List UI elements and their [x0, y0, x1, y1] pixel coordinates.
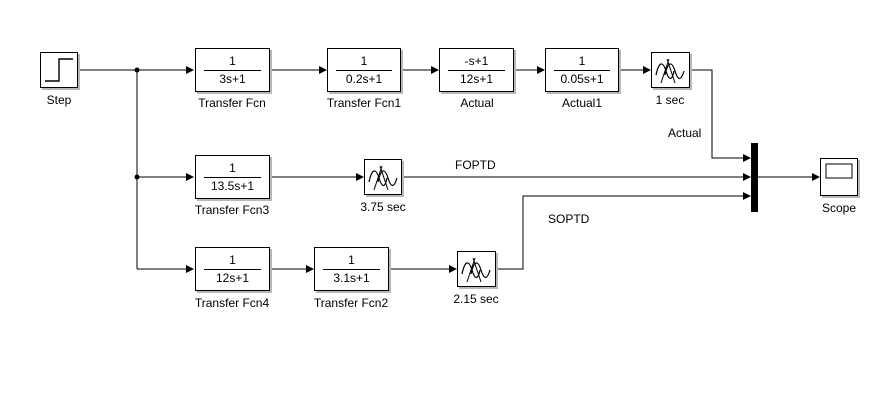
denominator: 13.5s+1	[210, 179, 255, 193]
numerator: -s+1	[464, 54, 489, 68]
denominator: 12s+1	[459, 72, 494, 86]
actual1-block[interactable]: 1 0.05s+1	[545, 48, 619, 92]
fraction-bar	[204, 70, 261, 71]
denominator: 0.2s+1	[345, 72, 383, 86]
transfer-fcn1-block[interactable]: 1 0.2s+1	[327, 48, 401, 92]
numerator: 1	[348, 253, 355, 267]
step-block[interactable]	[40, 52, 78, 88]
delay-2-label: 3.75 sec	[360, 200, 406, 214]
signal-label-actual: Actual	[668, 126, 702, 140]
transport-delay-icon	[655, 58, 685, 84]
branch-point-top	[134, 67, 140, 73]
transfer-fcn3-block[interactable]: 1 13.5s+1	[195, 155, 270, 199]
transfer-fcn3-label: Transfer Fcn3	[194, 203, 270, 217]
fraction-bar	[323, 269, 380, 270]
step-icon	[45, 58, 73, 82]
fraction-bar	[553, 70, 611, 71]
wire-soptd-signal[interactable]	[496, 192, 751, 270]
transport-delay-1-block[interactable]	[651, 52, 690, 88]
transfer-fcn-label: Transfer Fcn	[198, 96, 266, 110]
transfer-fcn1-label: Transfer Fcn1	[326, 96, 402, 110]
transfer-fcn2-block[interactable]: 1 3.1s+1	[314, 247, 389, 291]
delay-1-label: 1 sec	[655, 93, 685, 107]
transport-delay-2-block[interactable]	[364, 159, 402, 195]
fraction-bar	[204, 177, 261, 178]
wire-actual-signal[interactable]	[690, 69, 751, 162]
fraction-bar	[448, 70, 505, 71]
numerator: 1	[578, 54, 586, 68]
transfer-fcn4-label: Transfer Fcn4	[194, 296, 270, 310]
transfer-fcn-block[interactable]: 1 3s+1	[195, 48, 270, 92]
denominator: 3s+1	[219, 72, 246, 86]
transport-delay-icon	[368, 165, 398, 191]
numerator: 1	[229, 54, 236, 68]
actual1-label: Actual1	[561, 96, 603, 110]
signal-label-foptd: FOPTD	[455, 158, 496, 172]
numerator: 1	[229, 161, 236, 175]
numerator: 1	[360, 54, 368, 68]
transfer-fcn4-block[interactable]: 1 12s+1	[195, 247, 270, 291]
scope-label: Scope	[821, 201, 857, 215]
actual-block-label: Actual	[460, 96, 494, 110]
transport-delay-3-block[interactable]	[457, 251, 496, 287]
branch-point-middle	[134, 174, 140, 180]
denominator: 3.1s+1	[333, 271, 370, 285]
denominator: 12s+1	[215, 271, 250, 285]
scope-icon	[825, 163, 853, 179]
actual-block[interactable]: -s+1 12s+1	[439, 48, 514, 92]
transfer-fcn2-label: Transfer Fcn2	[313, 296, 389, 310]
numerator: 1	[229, 253, 236, 267]
step-label: Step	[46, 93, 72, 107]
delay-3-label: 2.15 sec	[453, 292, 499, 306]
denominator: 0.05s+1	[560, 72, 604, 86]
fraction-bar	[204, 269, 261, 270]
transport-delay-icon	[461, 257, 491, 283]
signal-label-soptd: SOPTD	[548, 212, 590, 226]
scope-block[interactable]	[820, 158, 858, 196]
mux-block[interactable]	[751, 143, 758, 212]
fraction-bar	[335, 70, 393, 71]
